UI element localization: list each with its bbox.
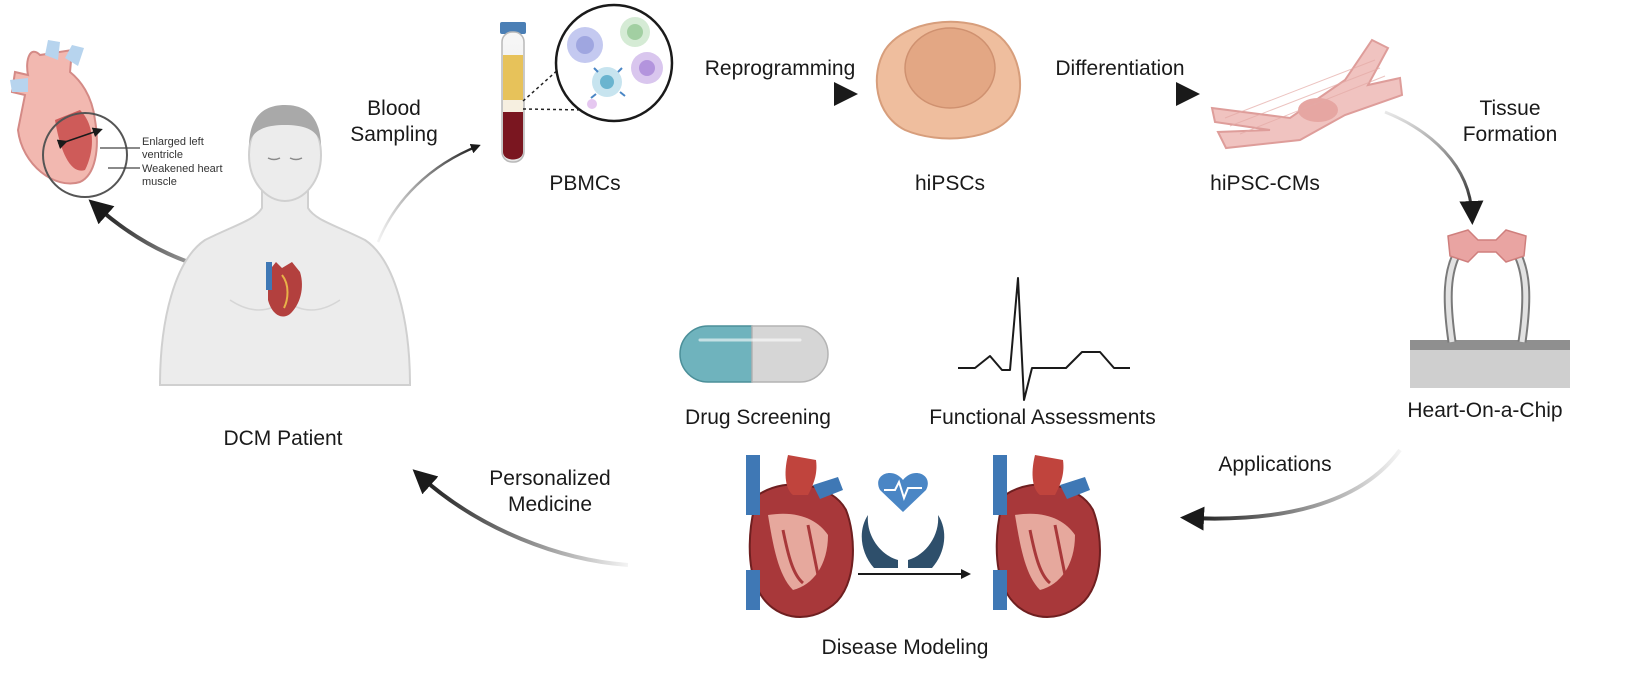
zoom-line-2 [522, 108, 589, 111]
label-hipscs: hiPSCs [914, 172, 986, 195]
label-blood-sampling: Blood Sampling [344, 96, 444, 148]
callout-weakened-muscle: Weakened heart muscle [142, 163, 223, 189]
callout-text-1: Enlarged left [142, 136, 204, 148]
label-pbmcs: PBMCs [549, 172, 621, 195]
cardiomyocyte-icon [1210, 38, 1404, 150]
label-differentiation: Differentiation [1055, 57, 1185, 80]
magnifier-circle [42, 112, 128, 198]
arrow-blood-sampling [376, 143, 481, 243]
patient-heart-icon [266, 262, 302, 317]
label-hipsc-cms: hiPSC-CMs [1210, 172, 1320, 195]
heart-hands-icon [861, 473, 945, 568]
label-drug-screening: Drug Screening [685, 406, 831, 429]
heart-right-icon [993, 455, 1101, 618]
label-tissue-formation: Tissue Formation [1460, 96, 1560, 148]
label-disease-modeling: Disease Modeling [821, 636, 989, 659]
callout-text-4: muscle [142, 176, 177, 188]
heart-anatomy-icon [10, 40, 98, 185]
label-blood-sampling-line2: Sampling [350, 123, 438, 146]
heart-on-chip-icon [1410, 229, 1570, 388]
blood-cells-icon [554, 3, 674, 123]
label-functional-assessments: Functional Assessments [929, 406, 1156, 429]
blood-tube-icon [500, 22, 526, 163]
label-dcm-patient: DCM Patient [223, 427, 343, 450]
zoom-line-1 [522, 67, 561, 102]
label-heart-on-a-chip: Heart-On-a-Chip [1407, 399, 1563, 422]
hipsc-cell-icon [875, 20, 1022, 140]
label-personalized-line2: Medicine [507, 493, 593, 516]
arrow-applications [1180, 448, 1402, 531]
ventricle-arrow [56, 127, 103, 149]
label-reprogramming: Reprogramming [704, 57, 856, 80]
pill-icon [679, 325, 829, 383]
callout-enlarged-ventricle: Enlarged left ventricle [142, 136, 204, 162]
callout-text-3: Weakened heart [142, 163, 223, 175]
label-tissue-formation-line2: Formation [1462, 123, 1558, 146]
label-personalized-medicine: Personalized Medicine [470, 466, 630, 518]
label-blood-sampling-line1: Blood [367, 97, 421, 120]
arrow-tissue-formation [1384, 110, 1484, 225]
label-personalized-line1: Personalized [489, 467, 611, 490]
heart-left-icon [746, 455, 854, 618]
label-applications: Applications [1218, 453, 1332, 476]
label-tissue-formation-line1: Tissue [1479, 97, 1541, 120]
ecg-trace-icon [958, 277, 1130, 401]
callout-text-2: ventricle [142, 149, 183, 161]
arrow-personalized-medicine [412, 469, 629, 567]
